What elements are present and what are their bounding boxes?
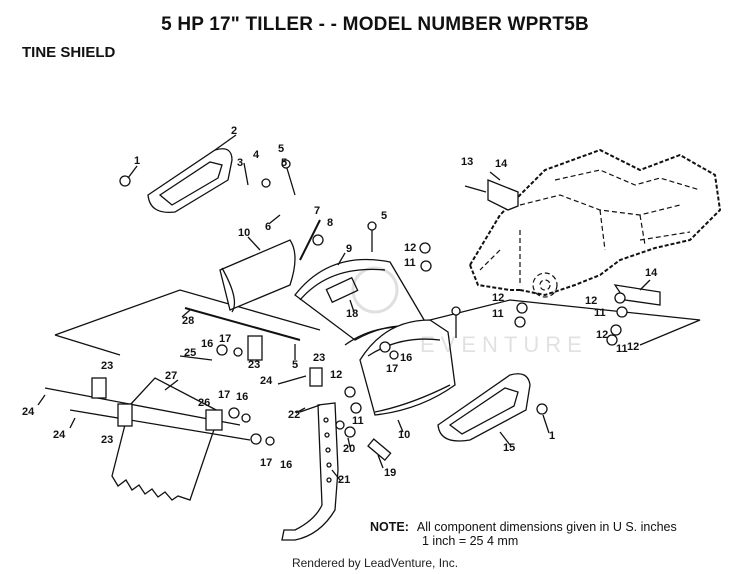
callout-label: 20	[343, 443, 355, 455]
callout-label: 12	[404, 242, 416, 254]
callout-label: 14	[645, 267, 658, 279]
callout-label: 9	[346, 243, 352, 255]
callout-label: 12	[585, 295, 597, 307]
left-side-panel	[147, 148, 233, 214]
callout-label: 11	[352, 415, 364, 427]
section-label: TINE SHIELD	[22, 44, 116, 61]
callout-label: 7	[314, 205, 320, 217]
note-line-1: All component dimensions given in U S. i…	[416, 520, 677, 534]
watermark: EVENTURE	[351, 266, 588, 357]
callout-label: 11	[616, 343, 628, 355]
right-side-panel	[437, 373, 531, 442]
dimensions-note: NOTE: All component dimensions given in U…	[370, 520, 677, 548]
callout-label: 18	[346, 308, 358, 320]
callout-label: 1	[549, 430, 555, 442]
callout-label: 13	[461, 156, 473, 168]
callout-label: 3	[237, 157, 243, 169]
note-line-2: 1 inch = 25 4 mm	[422, 534, 519, 548]
callout-label: 17	[386, 363, 398, 375]
callout-label: 23	[313, 352, 325, 364]
callout-label: 21	[338, 474, 350, 486]
fasteners	[119, 159, 628, 446]
callout-label: 5	[381, 210, 387, 222]
footer-credit: Rendered by LeadVenture, Inc.	[291, 556, 459, 570]
tiller-frame-outline	[469, 148, 722, 298]
callout-label: 12	[627, 341, 639, 353]
callout-label: 19	[384, 467, 396, 479]
callout-label: 11	[492, 308, 504, 320]
callout-label: 5	[292, 359, 298, 371]
callout-label: 17	[219, 333, 231, 345]
callout-label: 8	[327, 217, 333, 229]
callout-label: 22	[288, 409, 300, 421]
callout-label: 2	[231, 125, 237, 137]
callout-label: 25	[184, 347, 196, 359]
callout-label: 14	[495, 158, 508, 170]
callout-label: 1	[134, 155, 140, 167]
callout-label: 17	[260, 457, 272, 469]
note-label: NOTE:	[370, 520, 409, 534]
callout-label: 12	[492, 292, 504, 304]
callout-label: 23	[101, 360, 113, 372]
callout-label: 28	[182, 315, 194, 327]
svg-text:EVENTURE: EVENTURE	[420, 332, 588, 357]
callout-label: 16	[400, 352, 412, 364]
callout-label: 10	[398, 429, 410, 441]
callout-label: 17	[218, 389, 230, 401]
left-deflector	[111, 377, 221, 501]
callout-label: 12	[330, 369, 342, 381]
callout-label: 5	[281, 157, 287, 169]
callout-label: 23	[248, 359, 260, 371]
callout-label: 15	[503, 442, 515, 454]
callout-label: 10	[238, 227, 250, 239]
callout-label: 24	[53, 429, 66, 441]
callout-label: 27	[165, 370, 177, 382]
callout-label: 11	[404, 257, 416, 269]
callout-label: 11	[594, 307, 606, 319]
callout-label: 12	[596, 329, 608, 341]
brackets	[91, 335, 323, 431]
callout-label: 5	[278, 143, 284, 155]
leader-lines	[37, 134, 651, 481]
callout-label: 16	[201, 338, 213, 350]
callout-label: 24	[260, 375, 273, 387]
diagram-title: 5 HP 17" TILLER - - MODEL NUMBER WPRT5B	[161, 14, 589, 35]
callout-label: 16	[280, 459, 292, 471]
left-half-shield	[219, 239, 296, 313]
frame-brackets	[487, 179, 661, 306]
callout-label: 4	[253, 149, 260, 161]
depth-bar	[281, 402, 392, 541]
callout-label: 23	[101, 434, 113, 446]
callout-label: 26	[198, 397, 210, 409]
callout-label: 6	[265, 221, 271, 233]
callout-label: 16	[236, 391, 248, 403]
axle-plane	[54, 289, 701, 356]
callout-label: 24	[22, 406, 35, 418]
callout-numbers: 1 2 3 4 5 5 6 7 8 9 10 5 12 11 13 14 12 …	[22, 125, 658, 486]
